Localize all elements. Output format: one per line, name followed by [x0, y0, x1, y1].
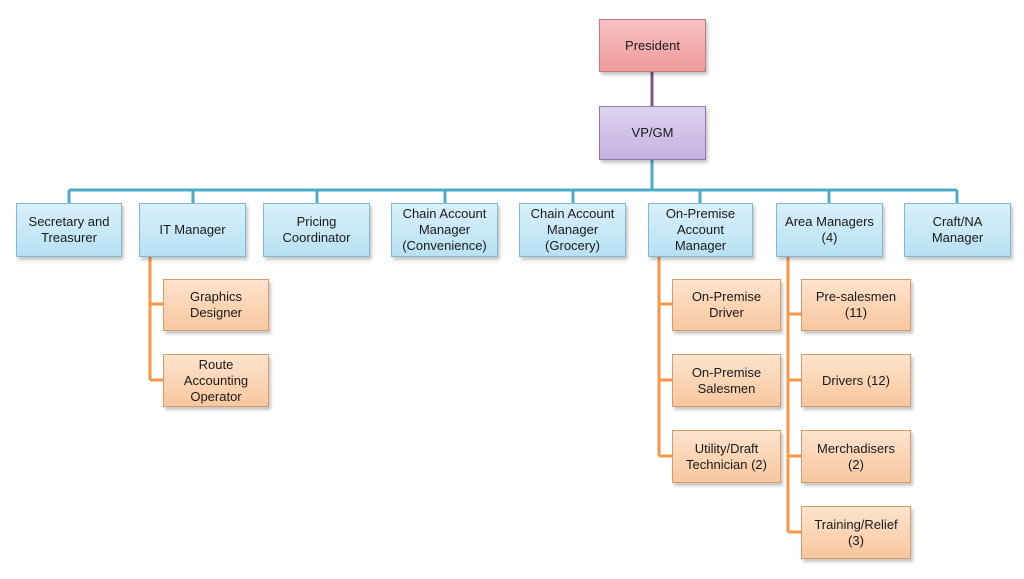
president-box: President: [599, 19, 706, 72]
manager-box-secretary-treasurer: Secretary and Treasurer: [16, 203, 122, 257]
report-box-drivers: Drivers (12): [801, 354, 911, 407]
report-box-graphics-designer: Graphics Designer: [163, 279, 269, 331]
vp-gm-box: VP/GM: [599, 106, 706, 160]
manager-box-chain-account-grocery: Chain Account Manager (Grocery): [519, 203, 626, 257]
report-box-on-premise-driver: On-Premise Driver: [672, 279, 781, 331]
report-box-utility-draft-technician: Utility/Draft Technician (2): [672, 430, 781, 483]
manager-box-craft-na: Craft/NA Manager: [904, 203, 1011, 257]
manager-box-on-premise-account: On-Premise Account Manager: [648, 203, 753, 257]
report-box-on-premise-salesmen: On-Premise Salesmen: [672, 354, 781, 407]
manager-box-pricing-coordinator: Pricing Coordinator: [263, 203, 370, 257]
manager-box-it-manager: IT Manager: [139, 203, 246, 257]
report-box-merchadisers: Merchadisers (2): [801, 430, 911, 483]
report-box-route-accounting-operator: Route Accounting Operator: [163, 354, 269, 407]
manager-box-chain-account-convenience: Chain Account Manager (Convenience): [391, 203, 498, 257]
manager-box-area-managers: Area Managers (4): [776, 203, 883, 257]
report-box-pre-salesmen: Pre-salesmen (11): [801, 279, 911, 331]
report-box-training-relief: Training/Relief (3): [801, 506, 911, 559]
